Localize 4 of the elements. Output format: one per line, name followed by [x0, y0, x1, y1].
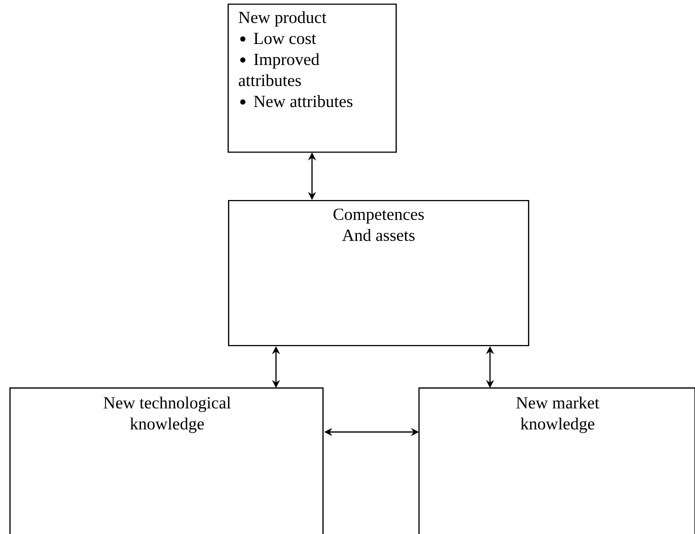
text-box: New technological knowledge	[9, 387, 324, 534]
text-box: New market knowledge	[418, 387, 695, 534]
text-box: Competences And assets	[228, 200, 530, 346]
text-box: New product Low cost Improved attributes New attributes	[228, 4, 397, 153]
